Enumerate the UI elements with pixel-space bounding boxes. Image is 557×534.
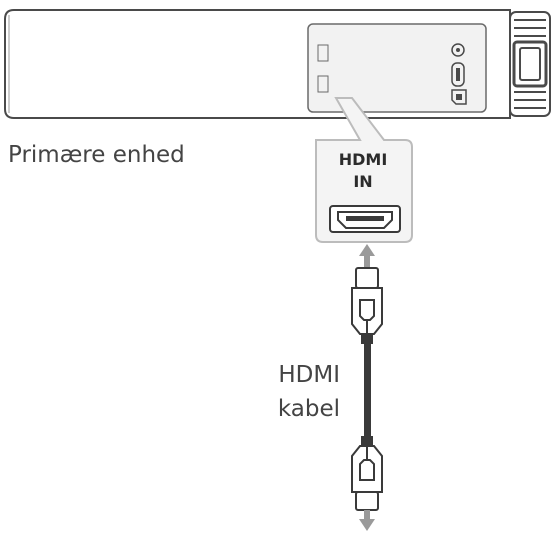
cable-label-hdmi: HDMI xyxy=(278,362,340,388)
usb-port xyxy=(451,62,465,87)
dc-power-jack-center xyxy=(456,48,460,52)
port-label-in: IN xyxy=(353,172,373,191)
hdmi-slot-lower xyxy=(317,75,329,93)
callout xyxy=(315,97,413,243)
hdmi-slot-upper xyxy=(317,44,329,62)
arrow-down xyxy=(359,510,375,531)
main-unit-label: Primære enhed xyxy=(8,142,185,168)
usb-port-inner xyxy=(456,68,460,81)
hdmi-plug-top xyxy=(351,267,383,344)
rear-port-panel xyxy=(307,23,487,113)
main-unit xyxy=(4,9,551,119)
end-cap xyxy=(509,11,551,117)
optical-port-inner xyxy=(456,94,462,100)
hdmi-cable xyxy=(364,344,371,436)
optical-port xyxy=(451,89,467,105)
arrow-up xyxy=(359,244,375,268)
cable-label-kabel: kabel xyxy=(277,396,340,422)
dc-power-jack xyxy=(451,43,465,57)
port-label-hdmi: HDMI xyxy=(338,150,388,169)
hdmi-plug-bottom xyxy=(351,436,383,511)
callout-hdmi-port-inner xyxy=(337,211,393,229)
